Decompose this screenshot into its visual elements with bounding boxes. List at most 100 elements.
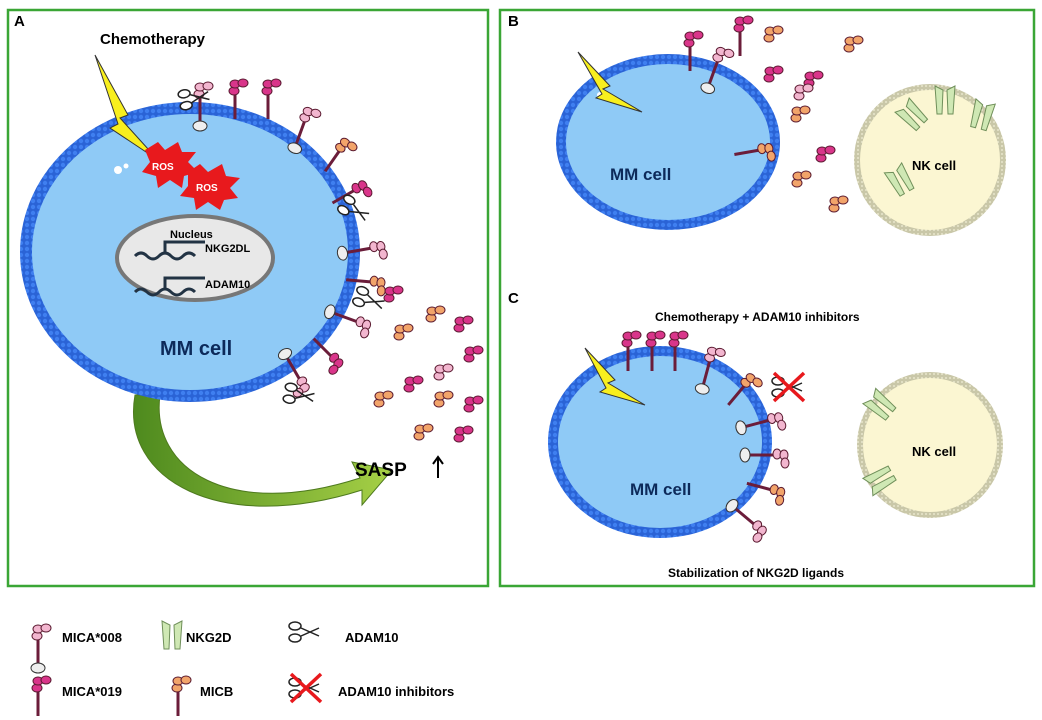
mica019-icon [453, 425, 474, 443]
mica008-icon [324, 304, 372, 339]
mica008-icon [735, 412, 787, 436]
nkg2d-icon [161, 620, 183, 650]
panel-c-label: C [508, 290, 519, 307]
adam10-scissors-icon [177, 89, 210, 111]
micb-icon [790, 105, 811, 123]
mica019-icon [463, 345, 484, 363]
dna-icon [133, 240, 205, 261]
panel-c-caption: Stabilization of NKG2D ligands [668, 566, 844, 580]
legend-label: MICB [200, 684, 233, 699]
panel-a-frame [6, 8, 490, 588]
mica008-icon [700, 46, 735, 94]
sasp-arrow [133, 394, 393, 507]
mica019-icon [403, 375, 424, 393]
panel-a-label: A [14, 13, 25, 30]
micb-icon [828, 195, 849, 213]
mica008-icon [793, 83, 814, 101]
up-arrow-icon [432, 455, 444, 478]
mica019-icon [453, 315, 474, 333]
adam10-scissors-icon [337, 194, 370, 221]
mica019-icon [31, 675, 52, 716]
gene-adam10: ADAM10 [205, 279, 250, 291]
ros-label: ROS [152, 162, 174, 173]
mm-cell-label: MM cell [630, 480, 691, 499]
mica008-icon [277, 347, 310, 398]
dna-icon [133, 276, 205, 297]
mica019-icon [621, 330, 642, 371]
panel-c-title: Chemotherapy + ADAM10 inhibitors [655, 310, 860, 324]
mm-cell-cytoplasm [566, 64, 770, 220]
mm-cell-label: MM cell [610, 165, 671, 184]
nk-cell-label: NK cell [912, 158, 956, 173]
mica019-icon [383, 285, 404, 303]
mm-cell-label: MM cell [160, 338, 232, 360]
adam10-inhibitor-icon [288, 672, 323, 704]
adam10-scissors-icon [282, 382, 315, 404]
micb-icon [791, 170, 812, 188]
mica019-icon [668, 330, 689, 371]
micb-icon [727, 373, 763, 406]
mica019-icon [261, 78, 282, 119]
lightning-icon [584, 347, 646, 406]
micb-icon [345, 275, 386, 297]
micb-icon [763, 25, 784, 43]
nk-cell [863, 378, 997, 512]
nkg2d-icon [934, 85, 956, 115]
mica008-icon [739, 447, 790, 469]
mica008-icon [725, 498, 767, 543]
mica008-icon [287, 106, 322, 154]
micb-icon [393, 323, 414, 341]
micb-icon [433, 390, 454, 408]
mica019-icon [645, 330, 666, 371]
mica019-icon [683, 30, 704, 71]
nkg2d-icon [970, 97, 997, 132]
mica019-icon [733, 15, 754, 56]
nkg2d-icon [883, 161, 915, 197]
micb-icon [425, 305, 446, 323]
legend-label: MICA*008 [62, 630, 122, 645]
adam10-scissors-icon [288, 621, 320, 643]
chemotherapy-label: Chemotherapy [100, 31, 206, 48]
micb-icon [843, 35, 864, 53]
micb-icon [171, 675, 192, 716]
panel-c: Chemotherapy + ADAM10 inhibitors MM cell… [548, 310, 1003, 580]
mica008-icon [336, 240, 388, 261]
nkg2d-icon [861, 465, 897, 497]
lightning-icon [577, 51, 643, 113]
nucleus-label: Nucleus [170, 229, 213, 241]
mica019-icon [815, 145, 836, 163]
legend-label: MICA*019 [62, 684, 122, 699]
panel-b: MM cell NK cell [556, 51, 1006, 236]
mica019-icon [228, 78, 249, 119]
legend-label: NKG2D [186, 630, 232, 645]
mm-cell-cytoplasm [558, 356, 762, 528]
nk-cell [860, 90, 1000, 230]
nkg2d-icon [894, 97, 929, 132]
panel-b-label: B [508, 13, 519, 30]
panel-a: Nucleus NKG2DL ADAM10 MM cell Chemothera… [20, 31, 444, 507]
legend: MICA*008 NKG2D ADAM10 MICA*019 MICB ADAM… [62, 630, 454, 699]
nk-cell-label: NK cell [912, 444, 956, 459]
ros-burst [142, 142, 198, 188]
gene-nkg2dl: NKG2DL [205, 243, 251, 255]
nucleus [115, 214, 275, 302]
mica008-icon [30, 623, 52, 674]
micb-icon [746, 481, 786, 506]
adam10-inhibitor-icon [771, 371, 806, 403]
micb-icon [373, 390, 394, 408]
mica008-icon [433, 363, 454, 381]
micb-icon [734, 142, 776, 162]
micb-icon [413, 423, 434, 441]
panel-bc-frame [498, 8, 1036, 588]
mica019-icon [463, 395, 484, 413]
legend-label: ADAM10 [345, 630, 398, 645]
mica008-icon [694, 346, 726, 395]
legend-label: ADAM10 inhibitors [338, 684, 454, 699]
ros-label: ROS [196, 183, 218, 194]
sasp-label: SASP [355, 460, 407, 481]
mica019-icon [312, 337, 344, 375]
ros-burst [180, 164, 240, 210]
adam10-scissors-icon [351, 285, 385, 310]
micb-icon [323, 137, 358, 173]
